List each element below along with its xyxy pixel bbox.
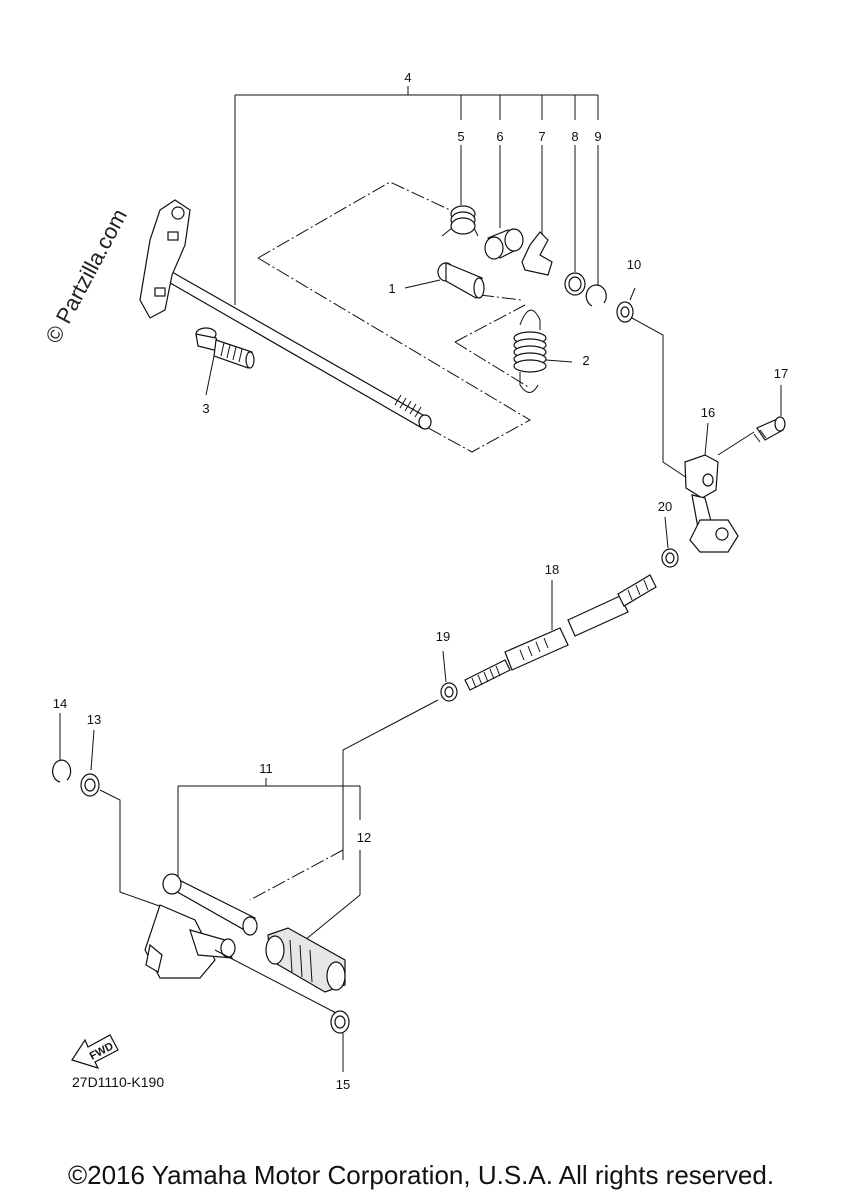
callout-11-12-bracket: [177, 778, 361, 941]
callout-2: 2: [582, 353, 589, 368]
nut-20: [661, 516, 679, 568]
torsion-spring-5: [441, 205, 479, 237]
collar-6: [484, 228, 524, 260]
washer-10: [616, 287, 691, 481]
callout-11: 11: [259, 761, 273, 776]
callout-3: 3: [202, 401, 209, 416]
watermark: © Partzilla.com: [40, 205, 132, 348]
callout-13: 13: [87, 712, 101, 727]
callout-14: 14: [53, 696, 67, 711]
callout-10: 10: [627, 257, 641, 272]
copyright-notice: ©2016 Yamaha Motor Corporation, U.S.A. A…: [67, 1160, 775, 1190]
callout-20: 20: [658, 499, 672, 514]
shift-rod-18: [464, 574, 657, 691]
shift-shaft: [139, 199, 432, 430]
shift-pedal-11: [144, 873, 341, 1016]
callout-19: 19: [436, 629, 450, 644]
shift-arm-16: [684, 422, 739, 553]
bolt-3: [195, 327, 255, 396]
clip-7: [521, 231, 553, 276]
callout-18: 18: [545, 562, 559, 577]
diagram-code: 27D1110-K190: [72, 1074, 164, 1090]
assembly-outline: [257, 181, 532, 453]
washer-8: [564, 272, 586, 296]
callout-4-bracket: [234, 86, 599, 305]
callout-16: 16: [701, 405, 715, 420]
pedal-rubber-12: [265, 927, 346, 993]
callout-17: 17: [774, 366, 788, 381]
circlip-9: [585, 284, 607, 307]
callout-5: 5: [457, 129, 464, 144]
callout-6: 6: [496, 129, 503, 144]
callout-9: 9: [594, 129, 601, 144]
spring-2: [513, 309, 573, 393]
bolt-17: [717, 385, 786, 456]
callout-4: 4: [404, 70, 411, 85]
fwd-label: FWD: [88, 1040, 116, 1062]
callout-1: 1: [388, 281, 395, 296]
callout-15: 15: [336, 1077, 350, 1092]
collar-1: [404, 262, 485, 299]
callout-8: 8: [571, 129, 578, 144]
callout-labels: 1 2 3 4 5 6 7 8 9 10 11 12 13 14 15 16 1…: [53, 70, 788, 1092]
washer-15: [330, 1010, 350, 1072]
washer-13: [80, 729, 166, 909]
callout-7: 7: [538, 129, 545, 144]
callout-12: 12: [357, 830, 371, 845]
circlip-14: [52, 713, 72, 783]
nut-19: [342, 650, 458, 860]
fwd-arrow-icon: FWD: [71, 1034, 119, 1069]
